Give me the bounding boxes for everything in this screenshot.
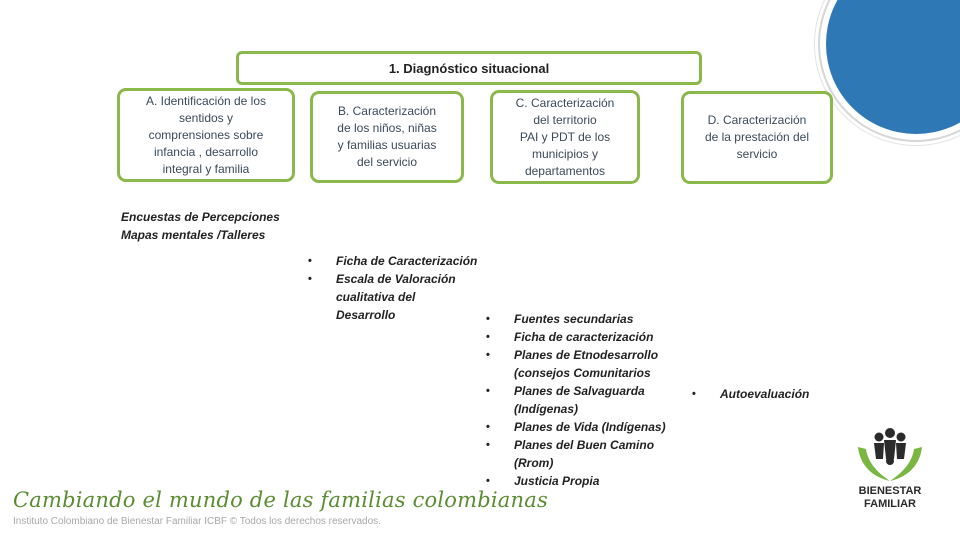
category-b-line: del servicio: [356, 155, 418, 169]
category-b-line: y familias usuarias: [337, 138, 437, 152]
bienestar-familiar-logo: BIENESTAR FAMILIAR: [850, 425, 930, 515]
category-c-line: del territorio: [533, 112, 597, 127]
tool-list-item: Justicia Propia: [486, 472, 686, 490]
category-a-line: A. Identificación de los: [145, 93, 267, 108]
tool-list-item: Planes de Vida (Indígenas): [486, 418, 686, 436]
category-box-b: B. Caracterización de los niños, niñas y…: [310, 91, 464, 183]
category-d-line: D. Caracterización: [707, 113, 807, 127]
tool-list-item: Ficha de caracterización: [486, 328, 686, 346]
tool-list-item: Planes de Etnodesarrollo (consejos Comun…: [486, 346, 686, 382]
category-box-d: D. Caracterización de la prestación del …: [681, 91, 833, 184]
category-box-c-text: C. Caracterización del territorio PAI y …: [516, 95, 615, 180]
decorative-blue-circle: [826, 0, 960, 134]
tools-b-list: Ficha de Caracterización Escala de Valor…: [308, 252, 478, 324]
category-c-line: departamentos: [524, 163, 606, 178]
tool-item: Mapas mentales /Talleres: [121, 228, 266, 242]
category-box-c: C. Caracterización del territorio PAI y …: [490, 90, 640, 184]
footer-copyright: Instituto Colombiano de Bienestar Famili…: [13, 516, 381, 527]
tools-c-list: Fuentes secundarias Ficha de caracteriza…: [486, 310, 686, 490]
category-c-line: C. Caracterización: [515, 95, 615, 110]
category-a-line: sentidos y: [178, 110, 233, 125]
tool-list-item: Planes de Salvaguarda (Indígenas): [486, 382, 686, 418]
tools-a-block: Encuestas de Percepciones Mapas mentales…: [121, 208, 280, 244]
category-d-line: servicio: [736, 147, 778, 161]
tool-list-item: Escala de Valoración cualitativa del Des…: [308, 270, 478, 324]
tools-d-list: Autoevaluación: [692, 385, 842, 403]
logo-text-line2: FAMILIAR: [864, 498, 916, 510]
category-c-line: municipios y: [531, 146, 598, 161]
category-box-b-text: B. Caracterización de los niños, niñas y…: [337, 103, 436, 171]
category-a-line: infancia , desarrollo: [153, 144, 259, 159]
category-c-line: PAI y PDT de los: [519, 129, 611, 144]
diagram-title: 1. Diagnóstico situacional: [388, 60, 550, 76]
category-a-line: comprensiones sobre: [148, 127, 264, 142]
tool-list-item: Autoevaluación: [692, 385, 842, 403]
tool-list-item: Planes del Buen Camino (Rrom): [486, 436, 686, 472]
category-b-line: B. Caracterización: [337, 104, 437, 118]
tool-list-item: Fuentes secundarias: [486, 310, 686, 328]
category-box-a: A. Identificación de los sentidos y comp…: [117, 88, 295, 182]
category-d-line: de la prestación del: [704, 130, 810, 144]
tool-item: Encuestas de Percepciones: [121, 210, 280, 224]
tool-list-item: Ficha de Caracterización: [308, 252, 478, 270]
logo-text-line1: BIENESTAR: [858, 485, 922, 497]
category-box-d-text: D. Caracterización de la prestación del …: [705, 112, 809, 163]
family-hands-icon: [858, 428, 922, 481]
diagram-title-box: 1. Diagnóstico situacional: [236, 51, 702, 85]
category-b-line: de los niños, niñas: [337, 121, 437, 135]
category-box-a-text: A. Identificación de los sentidos y comp…: [146, 93, 266, 178]
category-a-line: integral y familia: [162, 161, 250, 176]
footer-slogan: Cambiando el mundo de las familias colom…: [13, 488, 548, 512]
